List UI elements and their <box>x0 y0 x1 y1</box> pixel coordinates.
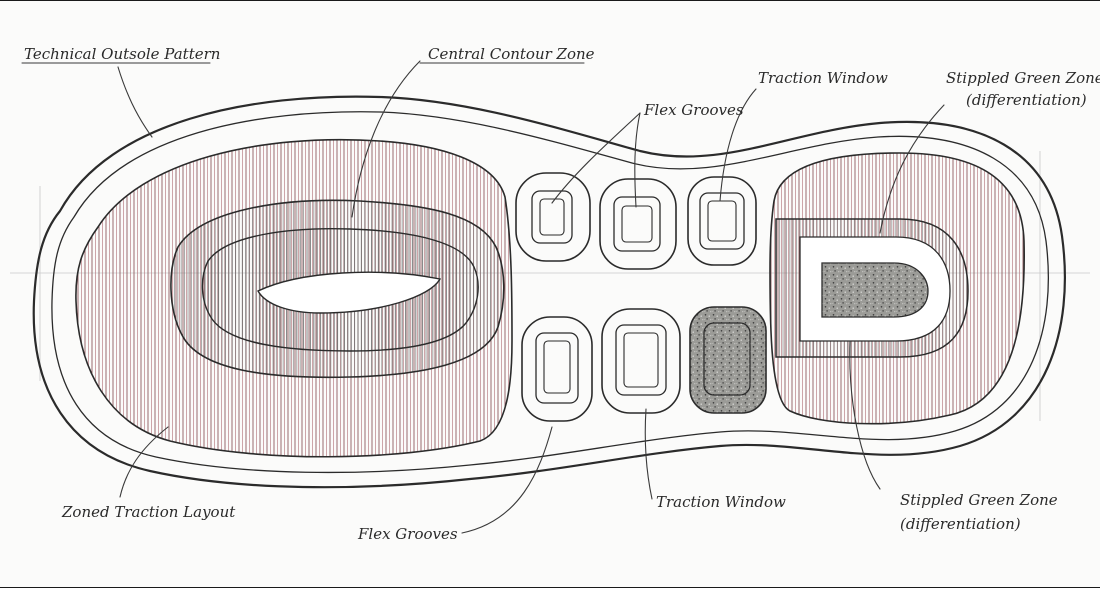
label-zoned-traction-layout: Zoned Traction Layout <box>61 503 236 521</box>
label-stippled-green-zone-top-sub: (differentiation) <box>966 91 1087 109</box>
label-traction-window-bottom: Traction Window <box>656 493 786 511</box>
lug-cell <box>601 308 681 414</box>
flex-groove-cells <box>515 172 767 422</box>
label-flex-grooves-bottom: Flex Grooves <box>357 525 458 543</box>
outsole-outline <box>32 95 1066 489</box>
forefoot-traction-zone <box>75 138 513 458</box>
lug-cell <box>521 316 593 422</box>
lug-cell <box>515 172 591 262</box>
label-stippled-green-zone-top: Stippled Green Zone <box>946 69 1100 87</box>
lug-cell <box>599 178 677 270</box>
label-traction-window-top: Traction Window <box>758 69 888 87</box>
label-central-contour-zone: Central Contour Zone <box>428 45 595 63</box>
label-stippled-green-zone-bottom: Stippled Green Zone <box>900 491 1058 509</box>
label-technical-outsole-pattern: Technical Outsole Pattern <box>24 45 220 63</box>
callout-labels: Technical Outsole Pattern Central Contou… <box>24 45 1100 543</box>
stippled-lug-cell <box>689 306 767 414</box>
lug-cell <box>687 176 757 266</box>
label-stippled-green-zone-bottom-sub: (differentiation) <box>900 515 1021 533</box>
leader-lines <box>21 60 945 534</box>
label-flex-grooves-top: Flex Grooves <box>643 101 744 119</box>
heel-traction-zone <box>769 152 1026 425</box>
